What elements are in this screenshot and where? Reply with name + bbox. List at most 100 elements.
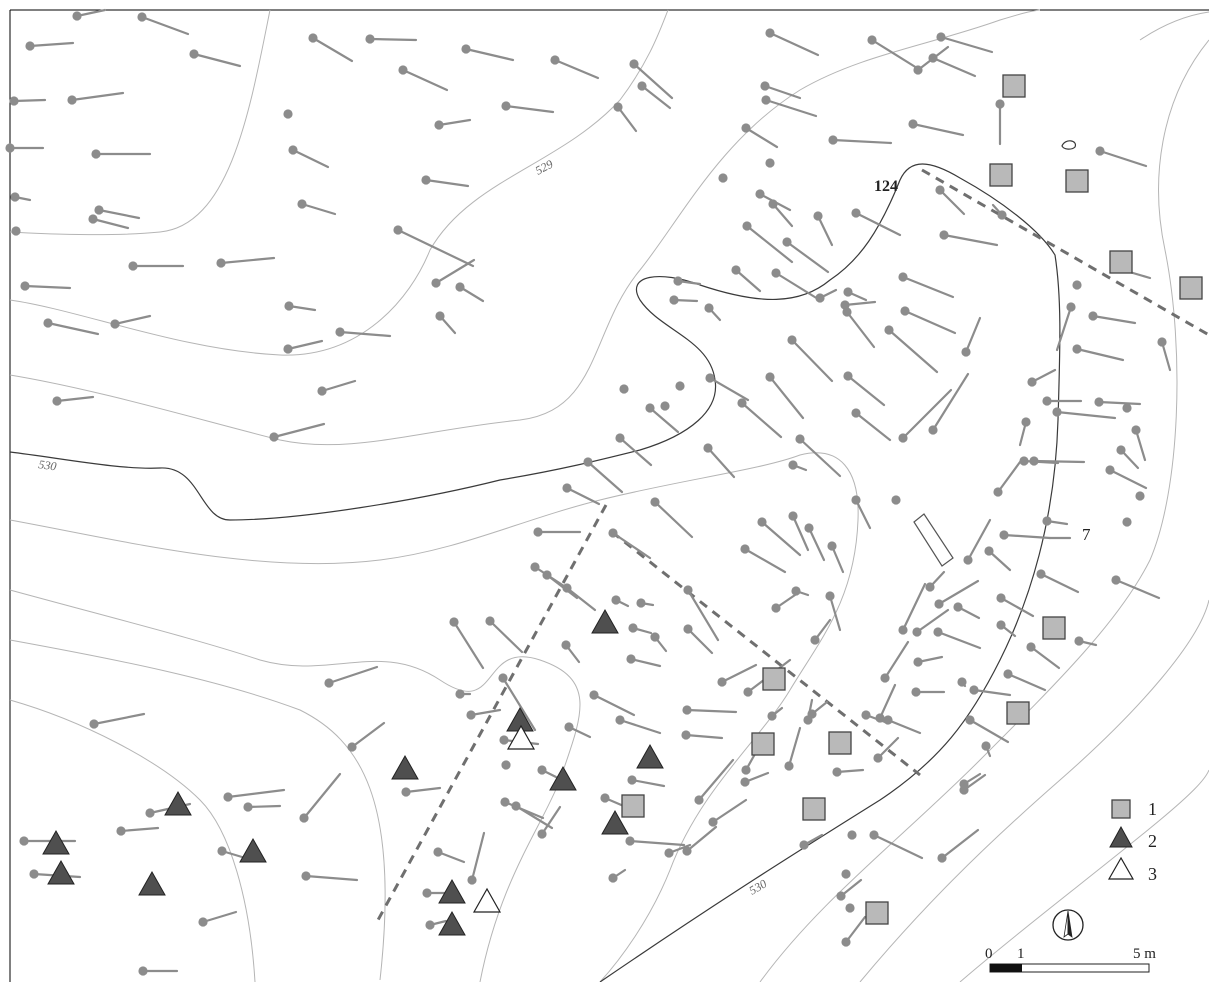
post-hole-dot xyxy=(1072,280,1082,290)
post-hole-dot xyxy=(683,624,693,634)
feature-lean-line xyxy=(311,36,354,63)
post-hole-dot xyxy=(1157,337,1167,347)
post-hole-dot xyxy=(963,555,973,565)
scale-tick-1: 1 xyxy=(1017,946,1025,962)
feature-lean-line xyxy=(745,224,794,264)
post-hole-dot xyxy=(583,457,593,467)
post-hole-dot xyxy=(1095,146,1105,156)
feature-label-7: 7 xyxy=(1082,525,1091,544)
feature-lean-line xyxy=(999,596,1035,618)
feature-lean-line xyxy=(628,839,686,847)
feature-lean-line xyxy=(1039,572,1080,594)
contour-label-529: 529 xyxy=(533,157,555,178)
post-hole-dot xyxy=(912,627,922,637)
post-hole-dot xyxy=(501,760,511,770)
feature-lean-line xyxy=(968,718,1010,744)
post-hole-dot xyxy=(1111,575,1121,585)
feature-lean-line xyxy=(1091,314,1137,325)
feature-label-124: 124 xyxy=(874,178,898,195)
feature-lean-line xyxy=(807,526,826,562)
square-find-marker xyxy=(865,901,889,925)
post-hole-dot xyxy=(767,711,777,721)
post-hole-dot xyxy=(52,396,62,406)
square-finds xyxy=(621,74,1203,925)
feature-lean-line xyxy=(887,328,939,374)
feature-lean-line xyxy=(987,549,1012,572)
feature-lean-line xyxy=(470,831,486,882)
feature-lean-line xyxy=(760,520,802,557)
post-hole-dot xyxy=(681,730,691,740)
post-hole-dot xyxy=(755,189,765,199)
post-hole-dot xyxy=(43,318,53,328)
post-hole-dot xyxy=(791,586,801,596)
post-hole-dot xyxy=(815,293,825,303)
feature-lean-line xyxy=(286,339,324,351)
feature-lean-line xyxy=(1098,149,1148,168)
feature-lean-line xyxy=(12,98,47,103)
post-hole-dot xyxy=(673,276,683,286)
post-hole-dot xyxy=(1027,377,1037,387)
square-find-marker xyxy=(762,667,786,691)
legend-label-3: 3 xyxy=(1148,864,1157,884)
post-hole-dot xyxy=(996,593,1006,603)
post-hole-dot xyxy=(1088,311,1098,321)
feature-lean-line xyxy=(434,258,476,285)
post-hole-dot xyxy=(128,261,138,271)
post-hole-dot xyxy=(637,81,647,91)
post-hole-dot xyxy=(771,268,781,278)
feature-lean-line xyxy=(966,518,992,562)
scale-tick-5m: 5 m xyxy=(1133,946,1156,962)
feature-lean-line xyxy=(740,401,783,439)
feature-lean-line xyxy=(452,620,485,670)
feature-lean-line xyxy=(720,663,758,684)
rect-feature xyxy=(913,513,954,567)
post-hole-dot xyxy=(269,432,279,442)
feature-lean-line xyxy=(940,828,980,860)
feature-lean-line xyxy=(1114,578,1161,600)
square-find-marker xyxy=(802,797,826,821)
feature-lean-line xyxy=(686,627,714,655)
post-hole-dot xyxy=(243,802,253,812)
feature-lean-line xyxy=(1032,459,1086,464)
post-hole-dot xyxy=(1029,456,1039,466)
feature-lean-line xyxy=(586,460,624,494)
contour-label-530-south: 530 xyxy=(747,876,770,897)
post-hole-dot xyxy=(928,425,938,435)
post-hole-dot xyxy=(867,35,877,45)
post-hole-dot xyxy=(898,433,908,443)
feature-lean-line xyxy=(1006,672,1047,692)
north-arrow-icon xyxy=(1052,909,1084,941)
feature-lean-line xyxy=(937,579,980,606)
post-hole-dot xyxy=(900,306,910,316)
post-hole-dot xyxy=(288,145,298,155)
feature-lean-line xyxy=(648,406,680,434)
post-hole-dot xyxy=(683,585,693,595)
post-hole-dot xyxy=(627,775,637,785)
feature-lean-line xyxy=(368,37,418,42)
post-hole-dot xyxy=(788,460,798,470)
post-hole-dot xyxy=(843,371,853,381)
post-hole-dot xyxy=(880,673,890,683)
feature-lean-line xyxy=(711,798,748,824)
post-hole-dot xyxy=(741,765,751,775)
post-hole-dot xyxy=(832,767,842,777)
feature-lean-line xyxy=(553,58,600,80)
post-hole-dot xyxy=(995,99,1005,109)
feature-lean-line xyxy=(246,804,282,809)
post-hole-dot xyxy=(843,287,853,297)
post-hole-dot xyxy=(935,185,945,195)
post-hole-dot xyxy=(223,792,233,802)
post-hole-dot xyxy=(997,210,1007,220)
feature-lean-line xyxy=(629,657,662,668)
post-hole-dot xyxy=(308,33,318,43)
feature-lean-line xyxy=(942,233,999,247)
feature-lean-line xyxy=(514,804,554,830)
post-hole-dot xyxy=(840,300,850,310)
feature-lean-line xyxy=(686,588,720,642)
post-hole-dot xyxy=(1066,302,1076,312)
feature-lean-line xyxy=(320,379,357,393)
scale-tick-0: 0 xyxy=(985,946,993,962)
feature-lean-line xyxy=(1055,410,1117,420)
feature-lean-line xyxy=(201,910,238,924)
post-hole-dot xyxy=(550,55,560,65)
